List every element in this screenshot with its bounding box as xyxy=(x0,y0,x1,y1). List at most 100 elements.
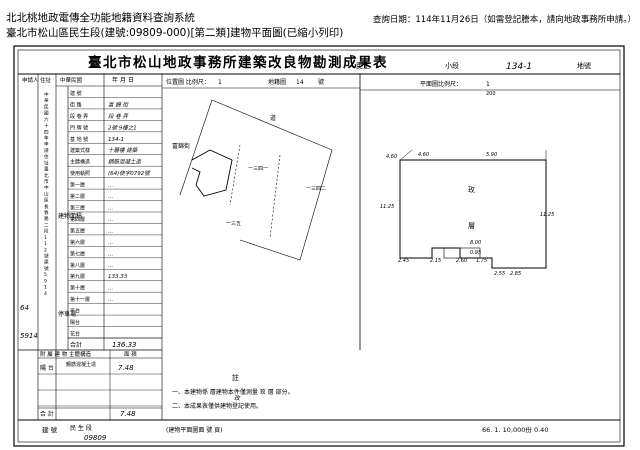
table-row-label: 第六層 xyxy=(70,239,85,246)
footer-right-text: 66. 1. 10,000份 0.40 xyxy=(482,425,548,434)
floor-ratio-value: 1 xyxy=(486,81,490,88)
plan-ratio-label: 位置圖 比例尺： xyxy=(166,78,210,86)
table-row-value: ... xyxy=(108,183,113,189)
table-row-label: 第三層 xyxy=(70,205,85,212)
dimension-label: 8.00 xyxy=(470,240,481,246)
vertical-annotation-char: 臺 xyxy=(44,166,49,173)
footer-building-label: 建 號 xyxy=(42,425,58,434)
annex-row-label: 陽 台 xyxy=(40,364,54,372)
table-row-label: 段 巷 弄 xyxy=(70,113,88,120)
table-row-value: ... xyxy=(108,217,113,223)
table-row-label: 使用執照 xyxy=(70,170,90,177)
vertical-annotation-char: 號 xyxy=(44,265,49,272)
vertical-annotation-char: 1 xyxy=(44,285,47,291)
table-row-label: 平台 xyxy=(70,308,80,315)
dimension-label: 11.25 xyxy=(540,212,554,218)
dimension-label: 0.95 xyxy=(470,250,481,256)
document-title: 臺北市松山地政事務所建築改良物勘測成果表 xyxy=(88,54,388,71)
annex-header: 附 屬 建 物 主體構造 xyxy=(40,350,91,358)
table-row-value: ... xyxy=(108,286,113,292)
date-column-label: 年 月 日 xyxy=(112,76,134,84)
table-row-label: 建築式樣 xyxy=(70,147,90,154)
table-row-label: 街 路 xyxy=(70,101,82,108)
road-label: 道 xyxy=(270,114,276,122)
document-frame xyxy=(13,45,625,447)
plan-lot-suffix: 號 xyxy=(318,78,324,86)
document-inner-frame xyxy=(17,49,621,443)
dimension-label: 1.75 xyxy=(476,258,487,264)
vertical-annotation-char: 四 xyxy=(44,129,49,135)
vertical-annotation-char: 1 xyxy=(44,241,47,247)
floor-plan-outline xyxy=(399,149,547,269)
vertical-annotation-char: 中 xyxy=(44,91,49,98)
room-label-2: 層 xyxy=(468,222,475,230)
vertical-annotation-char: 山 xyxy=(44,190,49,197)
applicant-label: 申請人 xyxy=(22,76,39,84)
note-line-1: 一、本建物係 層建物本件僅測量 玫 層 部分。 xyxy=(172,388,294,396)
plan-ratio-value: 1 xyxy=(218,79,222,86)
table-row-label: 門 牌 號 xyxy=(70,124,88,131)
dimension-label: 4.60 xyxy=(386,154,397,160)
query-date: 查詢日期：114年11月26日（如需登記謄本，請向地政事務所申請。） xyxy=(372,15,636,25)
table-row-value: 鋼筋混凝土造 xyxy=(108,159,142,166)
vertical-annotation-char: 段 xyxy=(44,228,49,235)
room-label: 玫 xyxy=(468,185,475,194)
vertical-annotation-char: 年 xyxy=(44,134,49,141)
vertical-annotation-char: 建 xyxy=(44,259,49,266)
plan-lot-label: 地籍圖 xyxy=(268,78,286,86)
vertical-annotation-char: 中 xyxy=(44,184,49,191)
dimension-label: 2.15 xyxy=(430,258,441,264)
table-row-label: 花台 xyxy=(70,331,80,338)
dimension-label: 4.60 xyxy=(418,152,429,158)
table-row-value: ... xyxy=(108,297,113,303)
road-vertical-label: 一三四一 xyxy=(248,166,268,172)
table-row-label: 第十層 xyxy=(70,285,85,292)
vertical-annotation-char: 住 xyxy=(44,153,49,160)
table-row-value: ... xyxy=(108,194,113,200)
table-row-label: 第十一層 xyxy=(70,296,90,303)
table-row-value: (64)使字0792號 xyxy=(108,170,151,177)
annex-total-value: 7.48 xyxy=(120,410,136,418)
era-label: 中華民國 xyxy=(60,76,83,84)
vertical-annotation-char: 二 xyxy=(44,222,49,228)
vertical-annotation-char: 十 xyxy=(44,122,49,129)
side-label: 停車場 xyxy=(58,310,76,318)
table-row-value: ... xyxy=(108,206,113,212)
table-row-value: ... xyxy=(108,263,113,269)
annex-header-area: 面 積 xyxy=(124,350,137,358)
vertical-annotation-char: 六 xyxy=(44,116,49,123)
section-label: 小段 xyxy=(445,61,459,70)
table-row-label: 主體構造 xyxy=(70,159,90,166)
lot-suffix: 地號 xyxy=(577,61,591,70)
dimension-label: 5.90 xyxy=(486,152,497,158)
vertical-annotation-char: 1 xyxy=(44,235,47,241)
vertical-annotation-char: 4 xyxy=(44,291,47,297)
address-label: 住址 xyxy=(40,76,52,84)
vertical-annotation-char: 請 xyxy=(44,147,49,154)
table-row-value: 2號 9樓之1 xyxy=(108,124,137,131)
floor-group-label: 建物面積 xyxy=(58,212,82,220)
road-side-label: 富錦街 xyxy=(172,142,190,150)
dimension-label: 2.85 xyxy=(510,271,521,277)
vertical-annotation-char: 路 xyxy=(44,215,49,222)
note-handwritten: 玫 xyxy=(234,394,241,402)
vertical-annotation-char: 春 xyxy=(44,209,49,216)
annex-row-value: 7.48 xyxy=(118,364,134,372)
table-row-value: ... xyxy=(108,251,113,257)
vertical-annotation-char: 長 xyxy=(44,204,49,210)
table-row-label: 第二層 xyxy=(70,193,85,200)
dimension-label: 11.25 xyxy=(380,204,394,210)
table-row-label: 第一層 xyxy=(70,182,85,189)
handnote-bottom: 5914 xyxy=(20,332,38,340)
dimension-label: 2.55 xyxy=(494,271,505,277)
table-row-label: 第七層 xyxy=(70,250,85,257)
vertical-annotation-char: 國 xyxy=(44,111,49,117)
road-vertical-label-2: 一三四二 xyxy=(306,186,326,192)
table-row-label: 建 號 xyxy=(70,90,82,97)
floor-ratio-label: 平面圖比例尺： xyxy=(420,80,462,88)
document-subtitle: 臺北市松山區民生段(建號:09809-000)[第二類]建物平面圖(已縮小列印) xyxy=(6,27,344,39)
